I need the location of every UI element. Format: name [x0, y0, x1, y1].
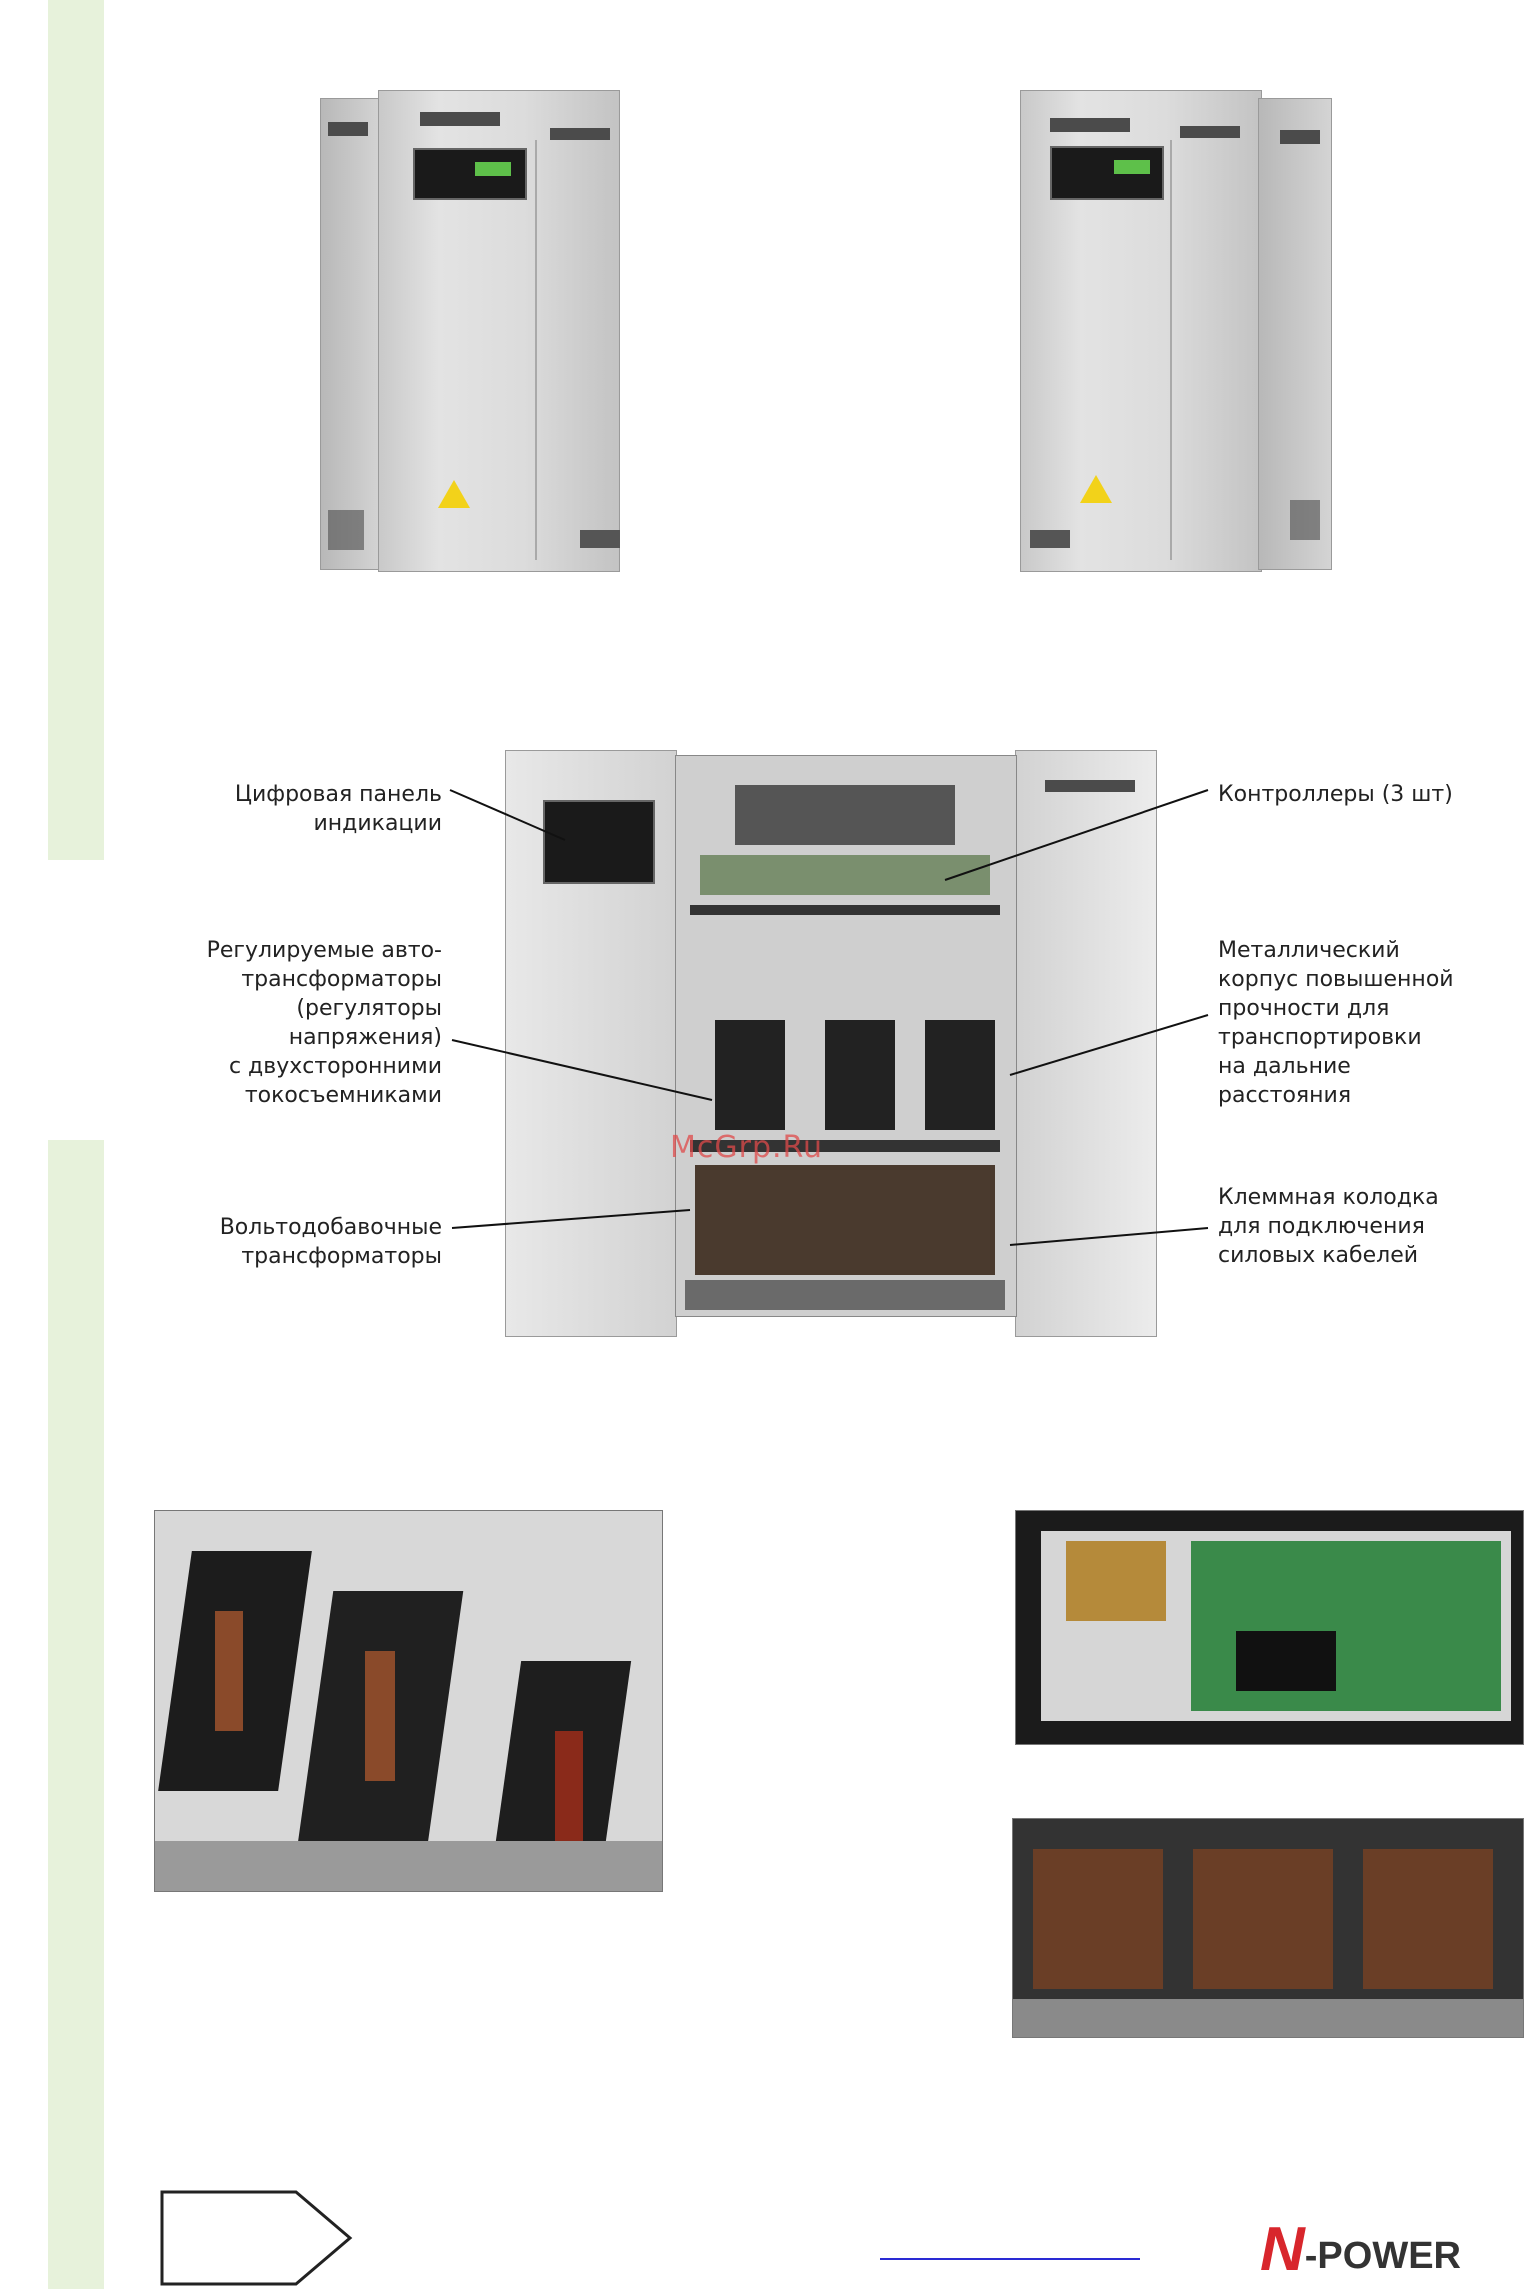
label-terminal-block: Клеммная колодка для подключения силовых… — [1218, 1185, 1439, 1268]
link-underline[interactable] — [880, 2258, 1140, 2260]
label-display-panel: Цифровая панель индикации — [234, 782, 442, 836]
label-metal-case: Металлический корпус повышенной прочност… — [1218, 938, 1454, 1108]
label-boost-transformers: Вольтодобавочные трансформаторы — [219, 1215, 442, 1269]
cabinet-front-right-photo — [1010, 80, 1340, 590]
boost-transformers-photo — [1012, 1818, 1524, 2038]
cabinet-front-left-photo — [310, 80, 630, 590]
page-arrow-box — [160, 2190, 353, 2286]
side-strip — [48, 0, 104, 2289]
controller-board-photo — [1015, 1510, 1524, 1745]
label-regulators: Регулируемые авто- трансформаторы (регул… — [206, 938, 442, 1108]
watermark: McGrp.Ru — [670, 1130, 824, 1165]
label-controllers: Контроллеры (3 шт) — [1218, 782, 1453, 807]
logo-letter: N — [1260, 2215, 1305, 2284]
side-strip-notch — [48, 860, 104, 1140]
autotransformers-photo — [154, 1510, 663, 1892]
n-power-logo: N -POWER — [1260, 2215, 1461, 2284]
logo-text: -POWER — [1304, 2235, 1461, 2277]
